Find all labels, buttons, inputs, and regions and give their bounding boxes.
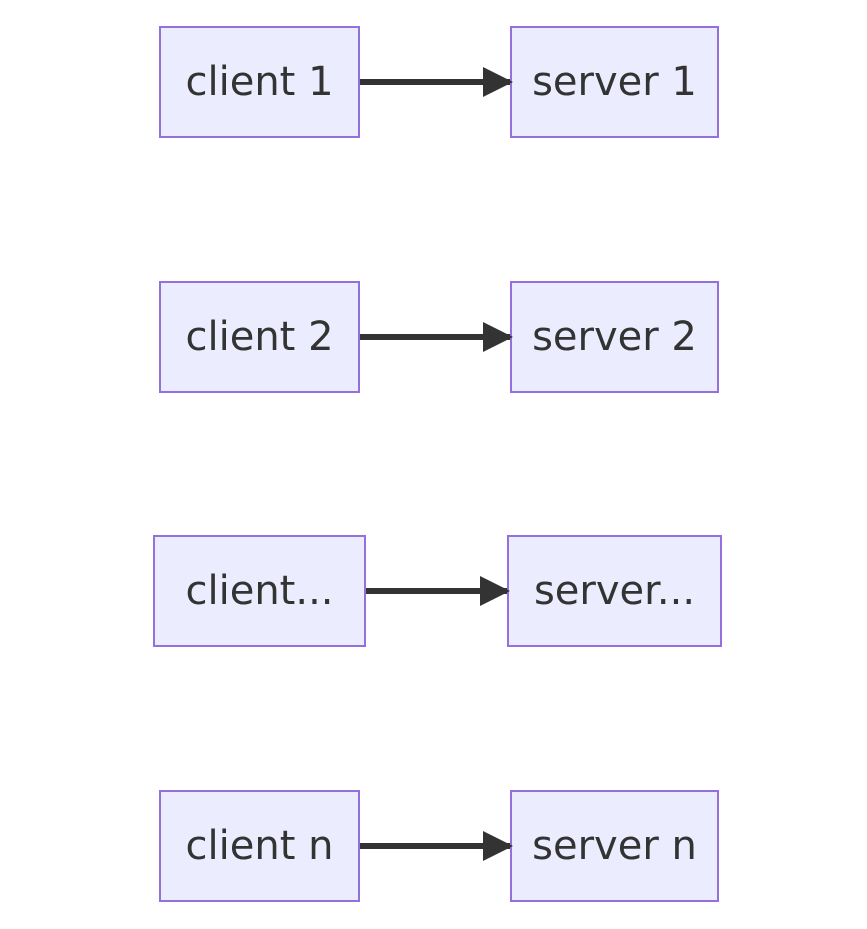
server-node-1-label: server 1 [532, 59, 697, 105]
client-node-1-label: client 1 [185, 59, 334, 105]
server-node-1: server 1 [510, 26, 719, 138]
server-node-2-label: server 2 [532, 314, 697, 360]
client-node-ellipsis-label: client... [185, 568, 334, 614]
client-node-1: client 1 [159, 26, 360, 138]
client-node-ellipsis: client... [153, 535, 366, 647]
server-node-ellipsis: server... [507, 535, 722, 647]
server-node-n: server n [510, 790, 719, 902]
server-node-ellipsis-label: server... [533, 568, 696, 614]
client-node-2-label: client 2 [185, 314, 334, 360]
server-node-2: server 2 [510, 281, 719, 393]
server-node-n-label: server n [532, 823, 697, 869]
client-node-n-label: client n [185, 823, 334, 869]
client-node-n: client n [159, 790, 360, 902]
client-node-2: client 2 [159, 281, 360, 393]
